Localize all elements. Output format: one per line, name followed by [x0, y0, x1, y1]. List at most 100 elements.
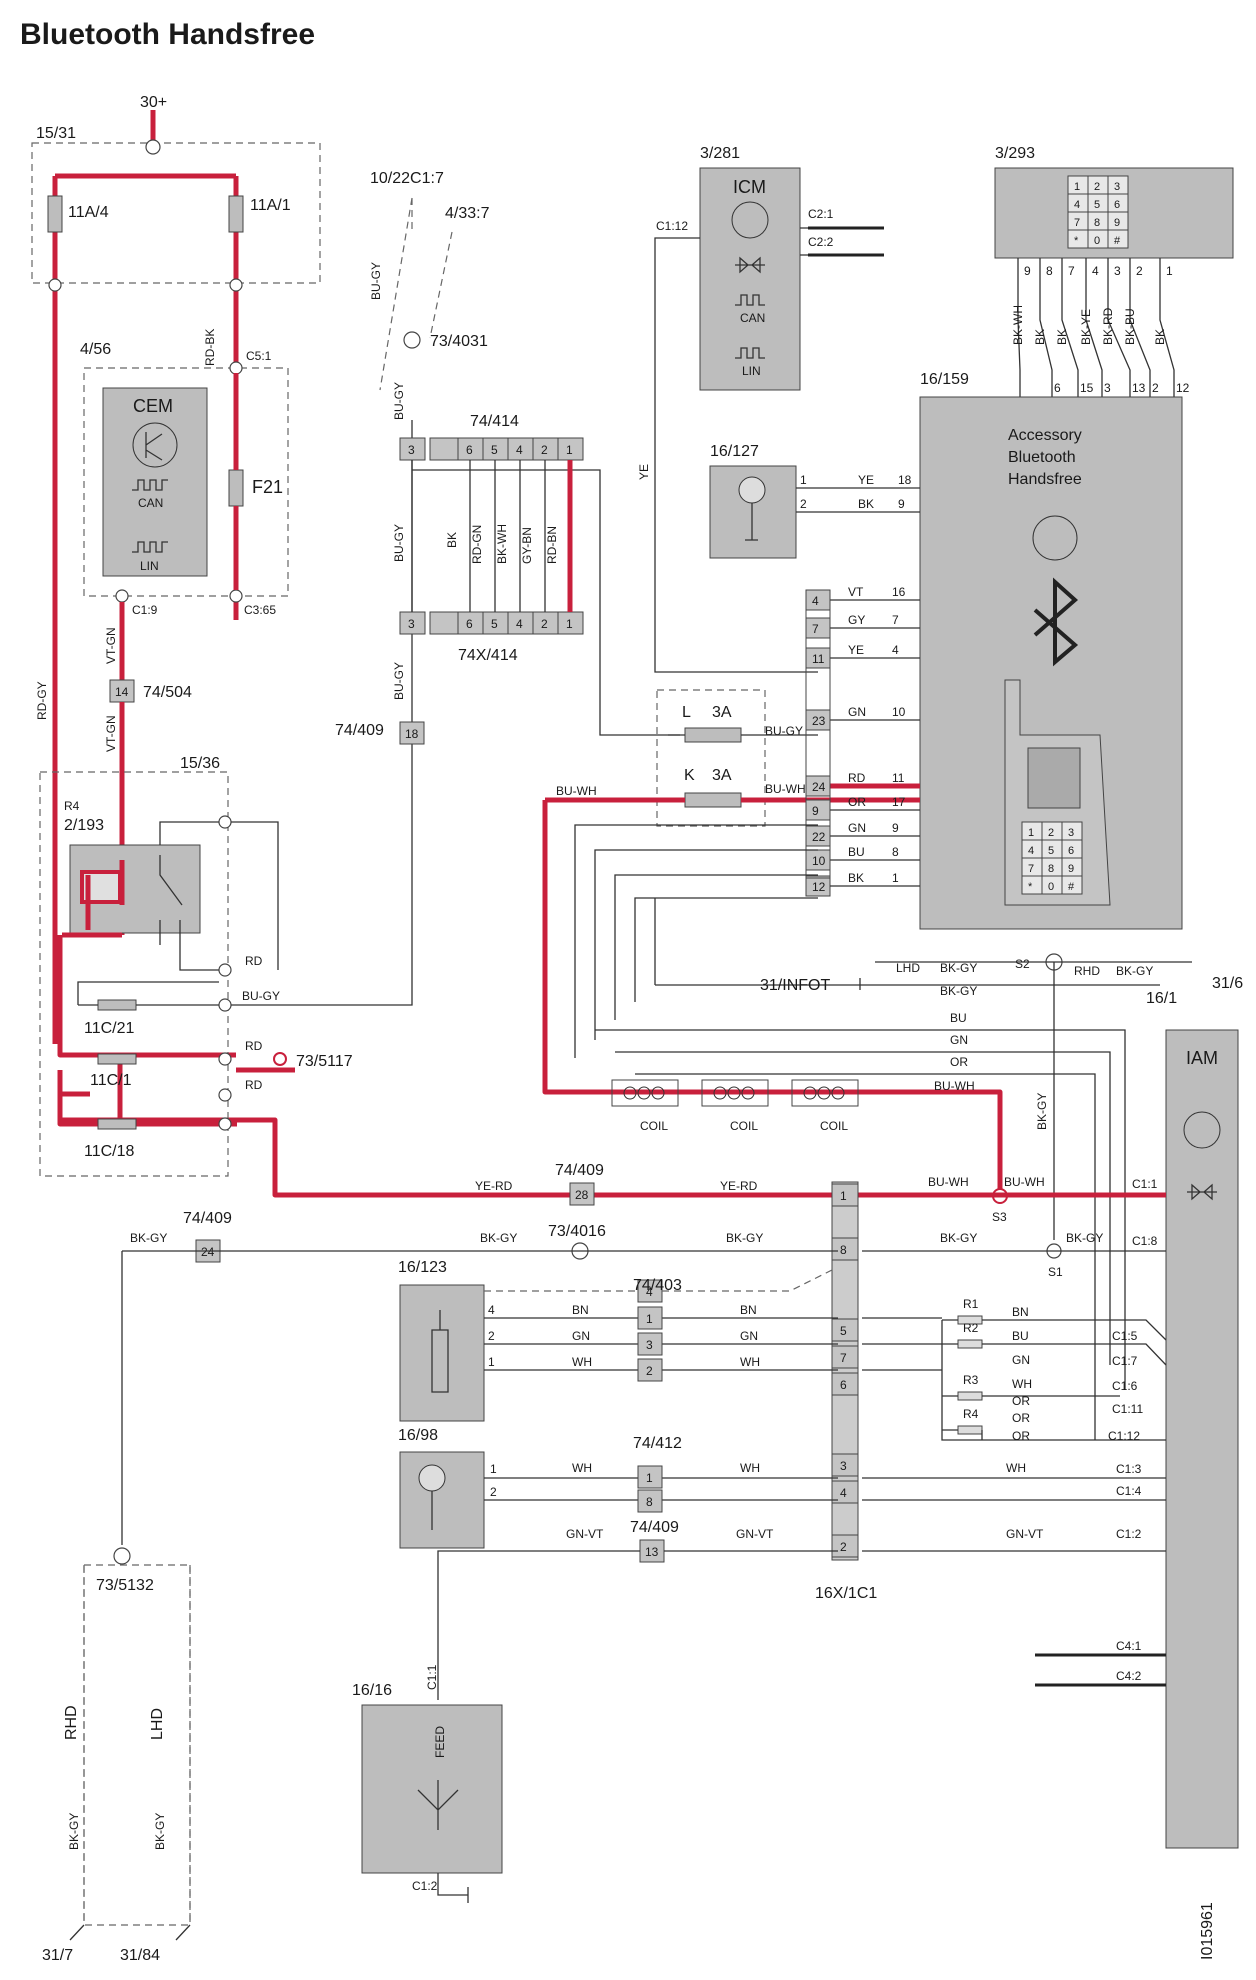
keypad-wire	[1085, 258, 1103, 397]
phone-key-label: 4	[1028, 845, 1034, 857]
mic98-ref: 16/98	[398, 1427, 438, 1444]
r4-label: R4	[64, 799, 80, 813]
cem-module	[102, 387, 208, 577]
rdgy-label: RD-GY	[35, 681, 49, 720]
connector-pin-label: 6	[466, 617, 473, 631]
speaker-icon	[431, 1310, 449, 1393]
bugy-label-4: BU-GY	[369, 262, 383, 300]
coil1-label: COIL	[640, 1119, 668, 1133]
mic98-wires	[484, 1477, 1166, 1501]
fuse-k	[684, 792, 742, 808]
abh-side-pin: 9	[892, 821, 899, 835]
bn-r: BN	[1012, 1305, 1029, 1319]
phone-key-label: 8	[1048, 863, 1054, 875]
ref-10-22: 10/22C1:7	[370, 170, 444, 187]
cem-ref: 4/56	[80, 341, 111, 358]
kp-wire-color: BK	[1055, 329, 1069, 345]
c11-label: C1:1	[1132, 1177, 1158, 1191]
pin-28-label: 28	[575, 1188, 589, 1202]
pin-412-8	[637, 1489, 663, 1513]
node-11c21	[218, 998, 232, 1012]
pin-412-1	[637, 1465, 663, 1489]
node-c51	[229, 361, 243, 375]
keypad-wire	[1017, 258, 1021, 397]
iam-ref: 16/1	[1146, 990, 1177, 1007]
bu-r: BU	[1012, 1329, 1029, 1343]
c74-409c: 74/409	[183, 1210, 232, 1227]
ye-wire	[654, 237, 818, 673]
key-cell	[1107, 229, 1129, 249]
fuse-11c1	[97, 1053, 137, 1065]
r3-label: R3	[963, 1373, 979, 1387]
speaker-dash	[484, 1269, 833, 1292]
bkgy-b4: BK-GY	[940, 1231, 977, 1245]
rhd-lhd-box	[83, 1564, 191, 1926]
c73-5117-label: 73/5117	[296, 1053, 353, 1070]
abh-side-wire-color: BU	[848, 845, 865, 859]
icm-wave-icon-2	[735, 347, 765, 359]
abh-side-wire-color: YE	[848, 643, 864, 657]
bkgy-wire	[121, 1250, 1166, 1545]
c16-label: C1:6	[1112, 1379, 1138, 1393]
coil-turn	[741, 1086, 755, 1100]
c12-ant: C1:2	[412, 1879, 438, 1893]
buwh2-label: BU-WH	[765, 782, 806, 796]
speaker-mid-pin	[637, 1306, 663, 1330]
key-label: #	[1114, 235, 1121, 247]
coil-turn	[651, 1086, 665, 1100]
kp-pin: 7	[1068, 264, 1075, 278]
rd-label-3: RD	[245, 1078, 263, 1092]
bkgy-1: BK-GY	[940, 961, 977, 975]
node-supply	[145, 139, 161, 155]
c16x-pin-label: 7	[840, 1351, 847, 1365]
abh-side-wire-color: GN	[848, 705, 866, 719]
coil3-label: COIL	[820, 1119, 848, 1133]
abh-top-pin: 3	[1104, 381, 1111, 395]
speaker-mid-label: 1	[646, 1312, 653, 1326]
bugy-label-1: BU-GY	[392, 524, 406, 562]
icm-wave-icon	[735, 294, 765, 306]
c18-label: C1:8	[1132, 1234, 1158, 1248]
pin-28	[569, 1182, 595, 1206]
phone-key-label: 0	[1048, 881, 1054, 893]
lhd-v: LHD	[149, 1708, 166, 1740]
buwh-r1: BU-WH	[928, 1175, 969, 1189]
bkgy-b1: BK-GY	[130, 1231, 167, 1245]
icm-out-bold	[808, 226, 884, 257]
connector-pin	[429, 611, 459, 635]
pin-13-label: 13	[645, 1545, 659, 1559]
mic127-pin: 2	[800, 497, 807, 511]
power-wire	[52, 110, 985, 1198]
square-wave-icon	[132, 479, 168, 491]
node-fuse1-bottom	[48, 278, 62, 292]
mic127-pin-no: 9	[898, 497, 905, 511]
connector-pin-label: 6	[466, 443, 473, 457]
c31-6-label: 31/6	[1212, 975, 1243, 992]
or-r3: OR	[1012, 1429, 1030, 1443]
cem-lin: LIN	[140, 559, 159, 573]
c51-label: C5:1	[246, 349, 272, 363]
speaker-mid-label: 3	[646, 1338, 653, 1352]
bluetooth-icon	[1033, 577, 1079, 667]
c13-label: C1:3	[1116, 1462, 1142, 1476]
buwh-r2: BU-WH	[1004, 1175, 1045, 1189]
ground-wire	[859, 961, 1192, 1240]
c42-label: C4:2	[1116, 1669, 1142, 1683]
mid-wires	[595, 1029, 1126, 1440]
mic-icon	[738, 476, 766, 504]
c21-label: C2:1	[808, 207, 834, 221]
phone-screen	[1027, 747, 1081, 809]
mic127-wire-color: BK	[858, 497, 874, 511]
key-label: 5	[1094, 199, 1100, 211]
or-mid: OR	[950, 1055, 968, 1069]
coil-turn	[623, 1086, 637, 1100]
abh-top-pin: 2	[1152, 381, 1159, 395]
abh-side-pin: 8	[892, 845, 899, 859]
cem-label: CEM	[133, 396, 173, 416]
buwh1-label: BU-WH	[556, 784, 597, 798]
splice-73-5132	[113, 1547, 131, 1565]
